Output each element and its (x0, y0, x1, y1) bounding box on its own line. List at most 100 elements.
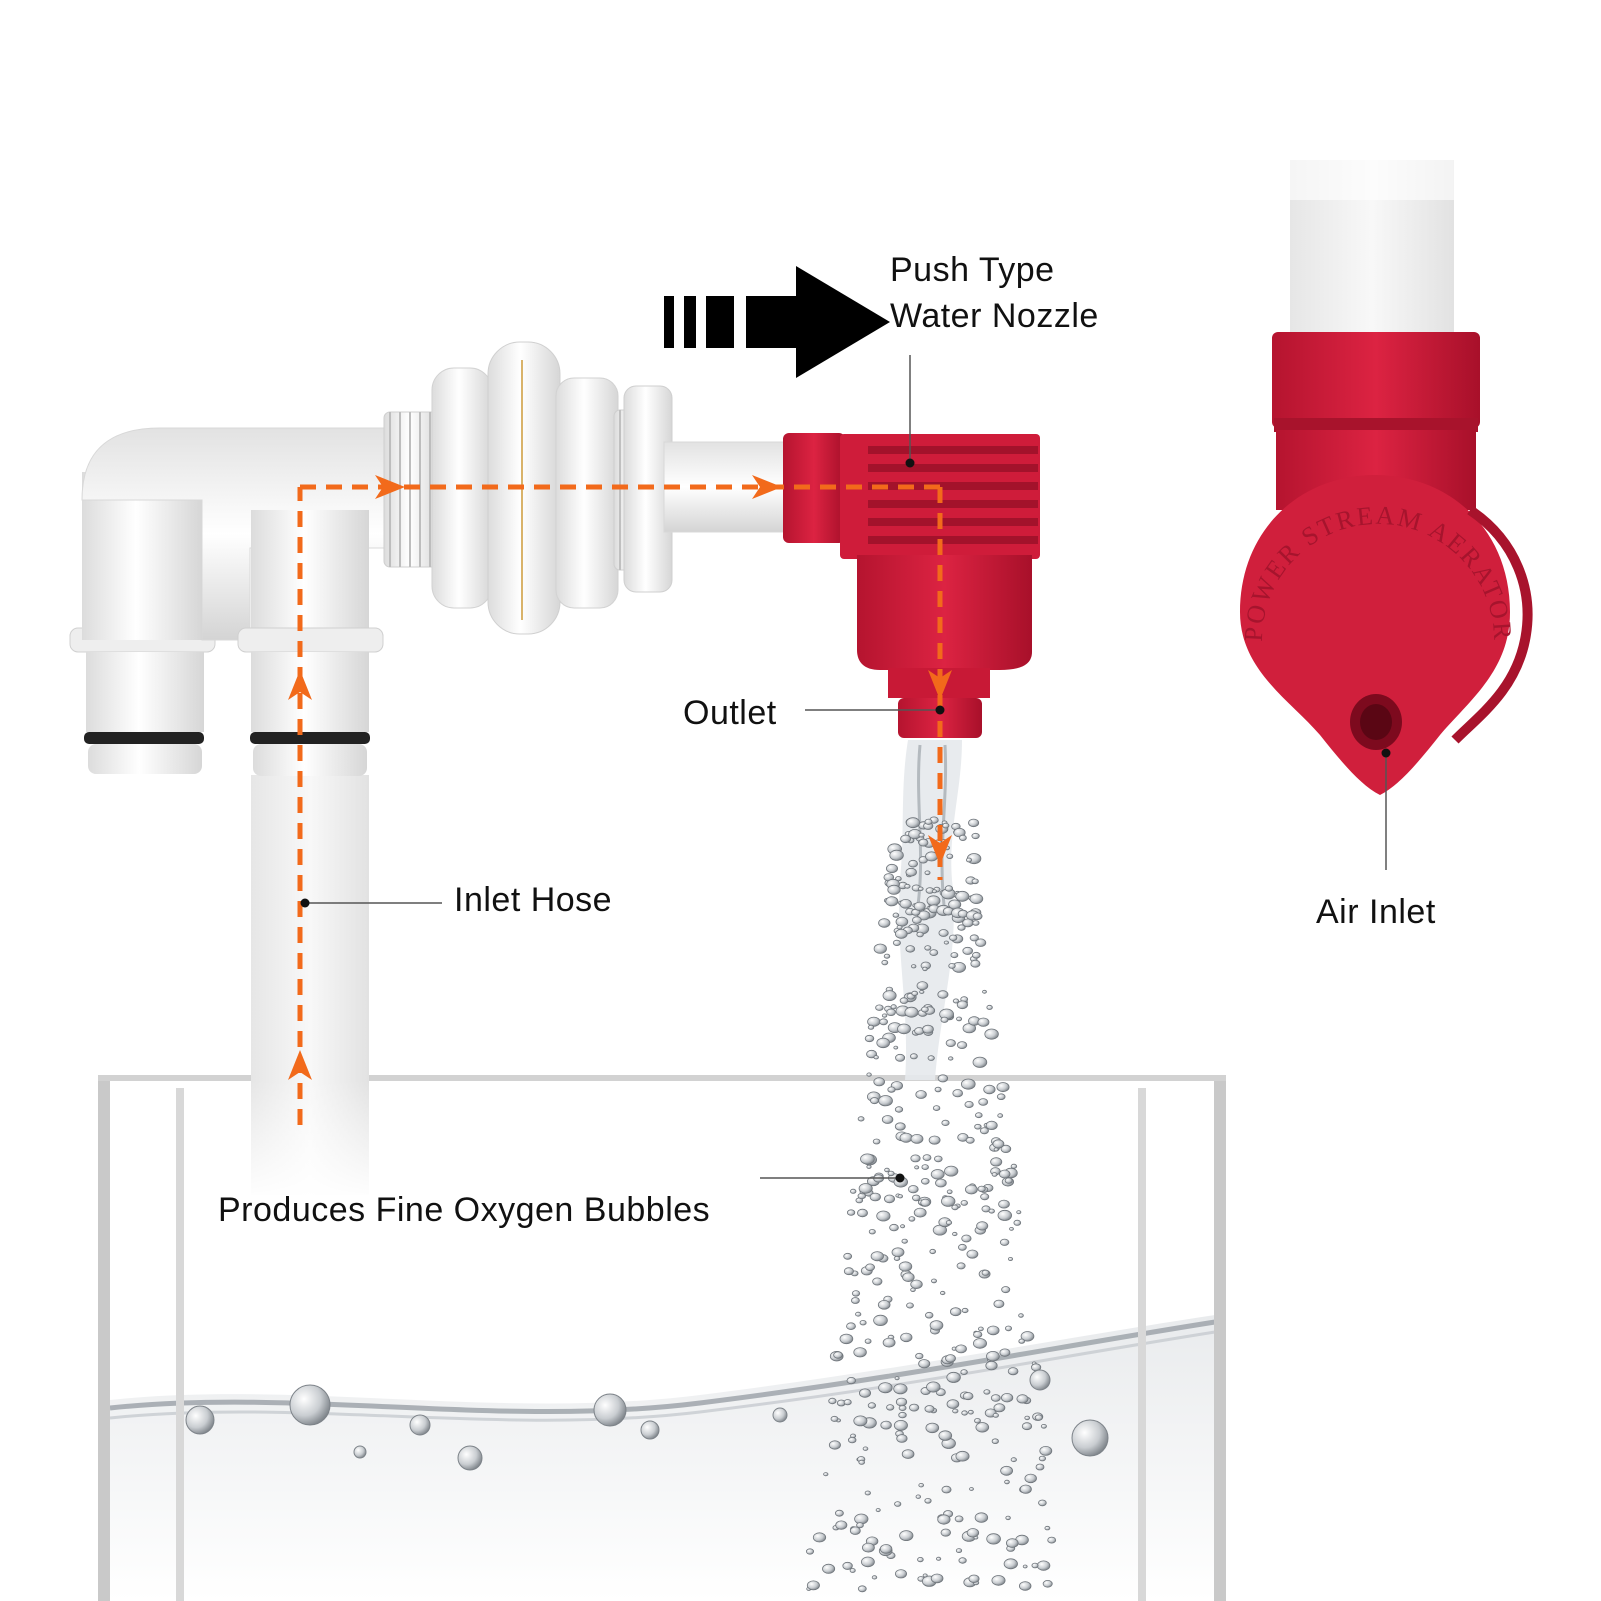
bubble (897, 1194, 903, 1199)
bubble (1009, 1227, 1014, 1231)
bubble (899, 1530, 914, 1541)
bubble (892, 912, 900, 918)
bubble (1000, 1144, 1012, 1154)
bubble (935, 1178, 947, 1188)
bubble (849, 1526, 861, 1535)
bubble (946, 1371, 961, 1383)
bubble (940, 1290, 946, 1296)
bubble (864, 1490, 871, 1496)
bubble (960, 1200, 968, 1206)
bubble (961, 1234, 972, 1243)
bubble (843, 1252, 853, 1260)
bubble (944, 1165, 959, 1177)
bubble (895, 1053, 906, 1062)
bubble (905, 867, 917, 877)
bubble (867, 1402, 877, 1409)
bubble (895, 1569, 908, 1579)
bubble (998, 1199, 1010, 1209)
bubble (929, 949, 939, 956)
bubble (901, 1238, 908, 1244)
bubble (873, 943, 887, 954)
bubble (900, 1224, 906, 1229)
surface-bubble (353, 1445, 367, 1459)
bubble (966, 1249, 979, 1259)
air-tube (1290, 160, 1454, 360)
bubble (893, 1045, 899, 1050)
surface-bubble (409, 1414, 431, 1436)
bubble (849, 1568, 856, 1573)
bubble (891, 1247, 905, 1258)
bubble (875, 1508, 881, 1513)
bubble (943, 940, 950, 945)
bubble (873, 1314, 888, 1327)
bubble (937, 1074, 949, 1083)
bubble (970, 959, 981, 968)
bubble (979, 1127, 989, 1135)
bubble (908, 859, 918, 868)
bubble (910, 1154, 921, 1163)
bubble (843, 1267, 854, 1276)
bubble (890, 1004, 897, 1010)
bubble (974, 1112, 983, 1119)
bubble (978, 1098, 989, 1106)
bubble (910, 1134, 924, 1144)
bubble (895, 1397, 908, 1407)
bubble (952, 998, 960, 1004)
bubble (853, 1347, 867, 1358)
bubble (997, 1113, 1004, 1118)
bubble (806, 1580, 820, 1591)
bubble (862, 1542, 875, 1553)
bubble (843, 1399, 852, 1406)
bubble (1035, 1463, 1045, 1471)
bubble (876, 1037, 890, 1049)
bubble (946, 1399, 960, 1409)
surface-bubble (457, 1445, 483, 1471)
bubble (1024, 1473, 1037, 1484)
bubble (972, 912, 983, 921)
bubble (893, 1420, 908, 1431)
bubble (873, 1055, 879, 1060)
bubble (907, 1185, 919, 1194)
bubble (830, 1415, 839, 1422)
bubble (974, 1512, 989, 1523)
inlet-hose (251, 775, 369, 1200)
flow-path (297, 484, 943, 1125)
bubble (986, 1350, 1000, 1362)
bubble (926, 1381, 941, 1393)
bubble (926, 895, 941, 906)
flow-arrow-icon (288, 475, 952, 1080)
bubble (1019, 1484, 1032, 1494)
bubble (971, 832, 980, 840)
bubble (918, 1359, 931, 1369)
bubble (886, 1404, 895, 1411)
bubble (875, 1004, 884, 1011)
bubble (960, 1369, 968, 1375)
bubble (904, 1006, 919, 1018)
bubble (1008, 1257, 1014, 1262)
bubble (869, 1192, 881, 1202)
inlet-hose-label: Inlet Hose (454, 881, 613, 919)
bubble (929, 1320, 944, 1331)
surface-bubble (289, 1384, 331, 1426)
bubble (942, 822, 950, 829)
bubble (984, 1028, 999, 1040)
bubble (894, 1122, 906, 1131)
bubble (858, 1183, 873, 1194)
oxygen-bubbles (185, 816, 1109, 1593)
bubble (878, 918, 891, 928)
bubble (857, 1208, 868, 1218)
bubble (930, 1169, 945, 1180)
bubble (985, 1120, 998, 1131)
tank-rim (98, 1075, 1226, 1081)
push-type-water-nozzle-label: Push Type Water Nozzle (890, 247, 1099, 339)
bubble (922, 966, 928, 972)
bubble (916, 981, 929, 991)
bubble (1040, 1424, 1047, 1429)
bubble (1000, 1392, 1014, 1403)
bubble (893, 1256, 901, 1262)
bubble (968, 1409, 974, 1415)
bubble (991, 1575, 1006, 1586)
bubble (913, 1207, 927, 1218)
leader-lines (300, 355, 1391, 1183)
